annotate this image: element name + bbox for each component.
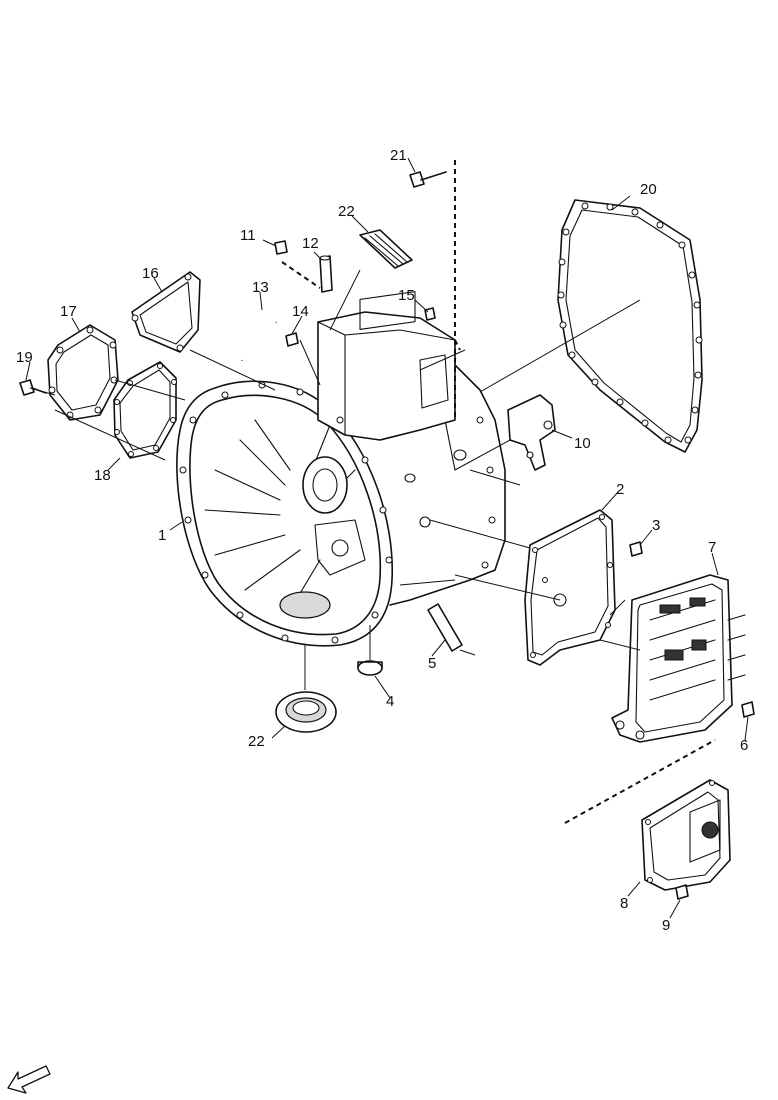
gasket-18: [113, 361, 177, 459]
callout-22-bottom: 22: [248, 733, 265, 750]
plug-4: [357, 660, 383, 676]
screw-15: [424, 307, 436, 321]
callout-20: 20: [640, 181, 657, 198]
gasket-large: [557, 199, 703, 453]
callout-11: 11: [240, 227, 256, 244]
leader-lines: [25, 157, 749, 919]
callout-14: 14: [292, 303, 309, 320]
bolt-21: [409, 171, 447, 188]
callout-22-top: 22: [338, 203, 355, 220]
callout-2: 2: [616, 481, 624, 498]
plate-17: [47, 324, 119, 421]
callout-labels: 21 20 22 11 12 13 16 15 14 17 19 10 18 2…: [16, 147, 748, 934]
bolt-19: [19, 379, 47, 396]
callout-5: 5: [428, 655, 436, 672]
arrow-icon: [7, 1065, 51, 1094]
callout-9: 9: [662, 917, 670, 934]
callout-10: 10: [574, 435, 591, 452]
screw-14: [285, 332, 299, 347]
cover-16: [131, 271, 201, 353]
callout-19: 19: [16, 349, 33, 366]
callout-21: 21: [390, 147, 407, 164]
callout-16: 16: [142, 265, 159, 282]
callout-1: 1: [158, 527, 166, 544]
callout-4: 4: [386, 693, 394, 710]
assembly-lines: [281, 160, 716, 824]
callout-12: 12: [302, 235, 319, 252]
callout-6: 6: [740, 737, 748, 754]
screw-3: [629, 541, 643, 557]
callout-15: 15: [398, 287, 415, 304]
callout-8: 8: [620, 895, 628, 912]
sleeve-12: [319, 255, 333, 293]
callout-13: 13: [252, 279, 269, 296]
seal-ring-bottom: [275, 691, 337, 733]
cover-8: [641, 779, 731, 891]
cover-plate-2: [524, 509, 616, 666]
callout-17: 17: [60, 303, 77, 320]
plug-11: [274, 240, 288, 255]
transmission-housing: [176, 291, 506, 647]
hose-13: [238, 308, 277, 361]
filter-element-top: [359, 229, 413, 269]
callout-3: 3: [652, 517, 660, 534]
bracket-10: [507, 394, 556, 471]
control-unit-7: [611, 574, 746, 743]
callout-18: 18: [94, 467, 111, 484]
screw-9: [675, 884, 689, 900]
screw-6: [741, 701, 755, 718]
pin-5: [427, 603, 463, 652]
callout-7: 7: [708, 539, 716, 556]
